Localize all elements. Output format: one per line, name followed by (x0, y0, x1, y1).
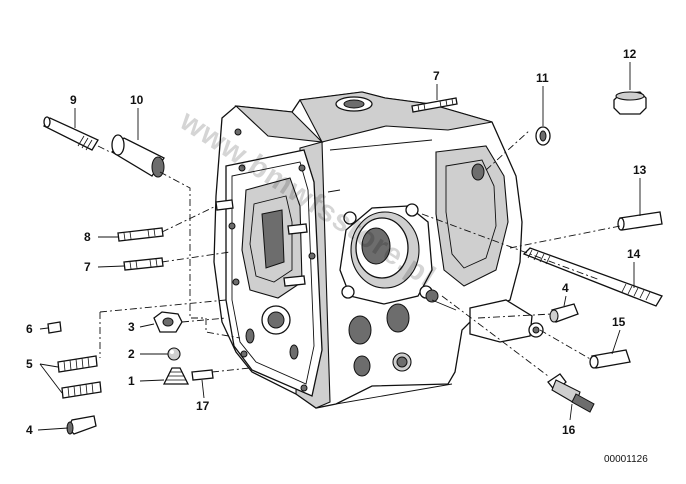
part-11-nut (535, 126, 551, 146)
label-4-left: 4 (26, 423, 33, 437)
part-1-spring (162, 367, 190, 385)
part-3-castle-nut (153, 311, 183, 333)
alignment-lines (97, 129, 621, 377)
part-4-set-screw-right (549, 303, 579, 323)
part-2-ball (167, 347, 181, 361)
label-16: 16 (562, 423, 576, 437)
engine-block (213, 91, 544, 409)
label-12: 12 (623, 47, 637, 61)
label-13: 13 (633, 163, 647, 177)
label-2: 2 (128, 347, 135, 361)
drawing-number: 00001126 (604, 454, 648, 465)
label-10: 10 (130, 93, 144, 107)
part-16-oil-pressure-switch (547, 373, 595, 413)
label-5: 5 (26, 357, 33, 371)
part-7-stud-top (411, 97, 458, 113)
label-4-right: 4 (562, 281, 569, 295)
part-9-dowel-pin (43, 116, 99, 151)
part-5-studs (57, 355, 102, 399)
part-4-set-screw-left (66, 415, 97, 435)
label-6: 6 (26, 322, 33, 336)
part-6-grub-screw (47, 321, 62, 334)
label-14: 14 (627, 247, 641, 261)
part-7-stud-left (123, 257, 306, 287)
label-3: 3 (128, 320, 135, 334)
part-10-bushing (111, 134, 165, 178)
part-12-sealing-plug (613, 91, 647, 115)
part-8-stud (117, 199, 308, 242)
label-11: 11 (536, 71, 549, 85)
label-9: 9 (70, 93, 77, 107)
part-13-pin (617, 211, 663, 231)
label-7-left: 7 (84, 260, 91, 274)
label-1: 1 (128, 374, 135, 388)
part-17-pin (191, 369, 214, 381)
label-8: 8 (84, 230, 91, 244)
callout-labels: 9 10 7 11 12 13 14 8 7 6 3 2 1 17 5 4 4 … (26, 47, 647, 437)
leader-lines (37, 62, 641, 431)
part-15-pin (589, 349, 631, 369)
label-17: 17 (196, 399, 210, 413)
label-15: 15 (612, 315, 626, 329)
label-7-top: 7 (433, 69, 440, 83)
